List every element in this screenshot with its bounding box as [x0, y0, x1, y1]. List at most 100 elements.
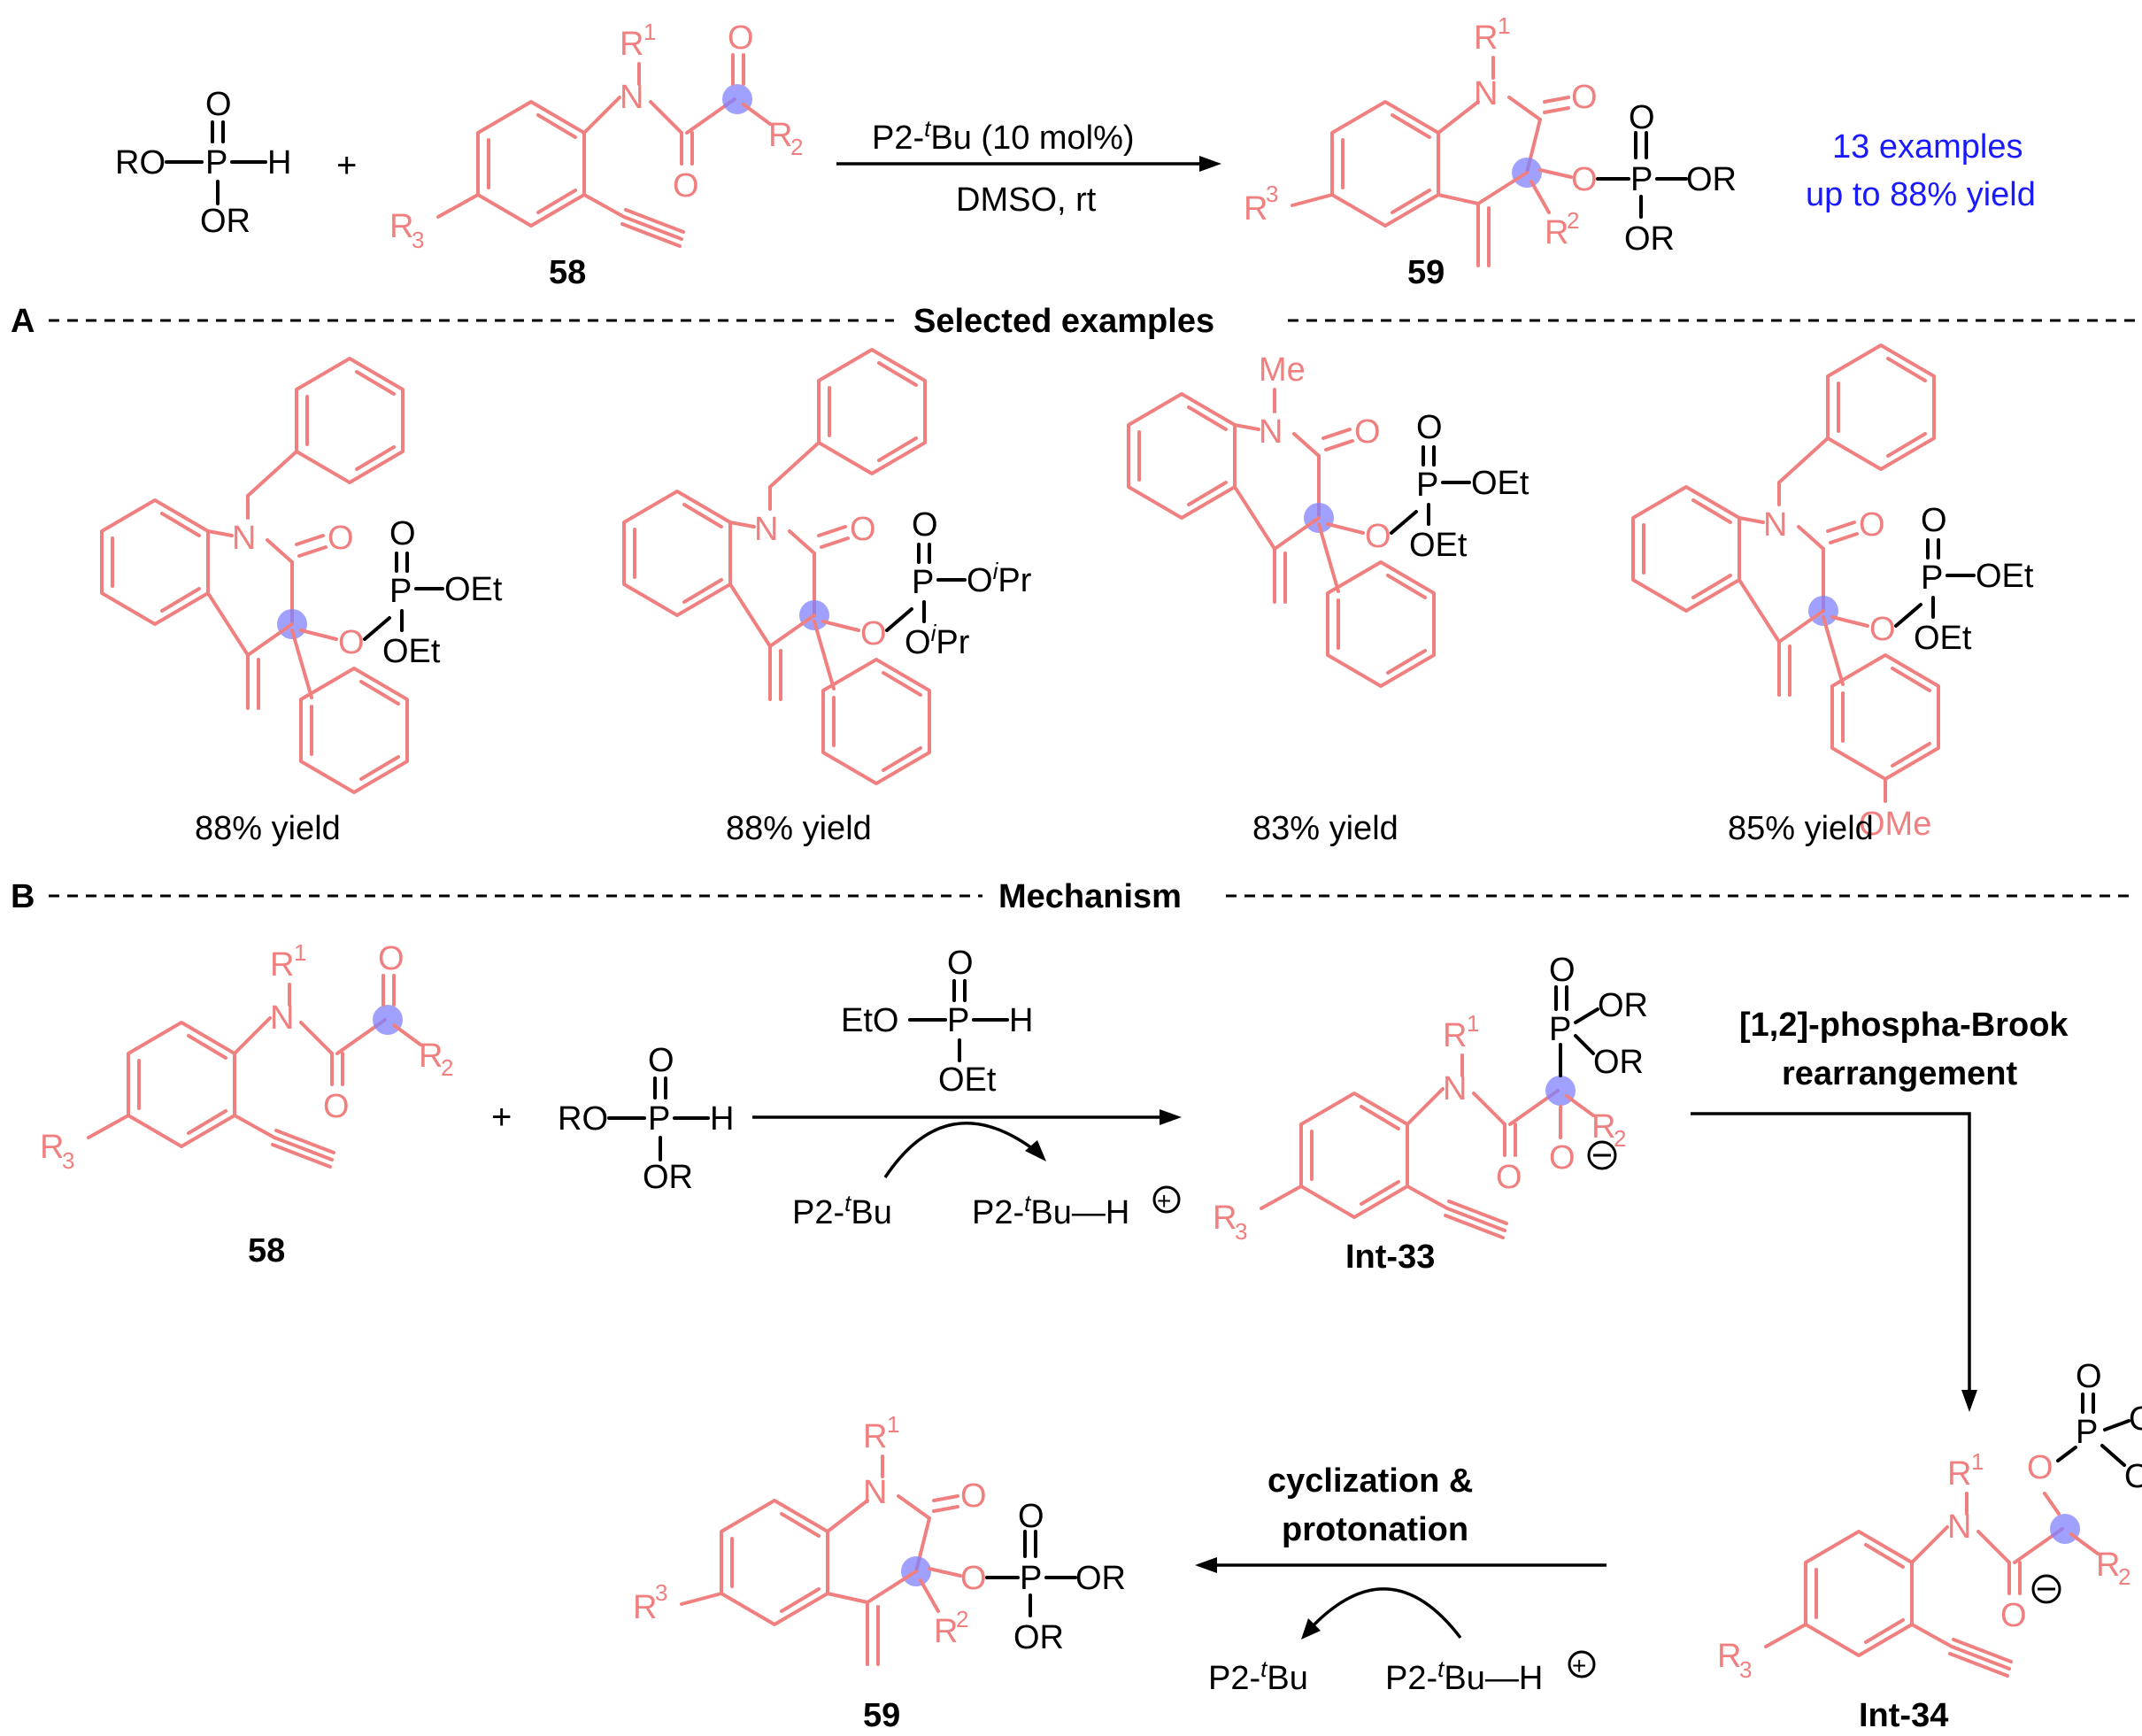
svg-text:O: O	[338, 624, 365, 661]
svg-text:O: O	[1354, 413, 1381, 451]
int-34: N R 1 O R 2 O P O OR OR R 3	[1717, 1358, 2142, 1683]
cyclization-label-2: protonation	[1282, 1511, 1468, 1548]
example-1: N O O P O OEt OEt	[100, 357, 503, 794]
r2-label: R	[768, 117, 792, 154]
examples-count: 13 examples	[1832, 128, 2023, 166]
svg-text:N: N	[1763, 506, 1787, 544]
svg-text:Me: Me	[1259, 351, 1306, 389]
svg-text:P: P	[1416, 467, 1438, 504]
svg-text:O: O	[1571, 79, 1598, 116]
product-59: N R 1 O R 3 R 2 O N P	[1244, 12, 1737, 267]
base-regenerated-label: P2-tBu	[1208, 1655, 1308, 1697]
svg-text:OEt: OEt	[938, 1061, 997, 1099]
svg-text:OR: OR	[2124, 1458, 2142, 1495]
svg-text:2: 2	[956, 1606, 968, 1632]
example-1-yield: 88% yield	[195, 810, 341, 847]
svg-text:N: N	[1259, 413, 1283, 451]
svg-text:Mechanism: Mechanism	[998, 878, 1182, 915]
svg-text:N: N	[1474, 75, 1498, 112]
svg-text:1: 1	[1467, 1010, 1479, 1037]
compound-59-label: 59	[1407, 254, 1445, 291]
svg-text:O: O	[2076, 1358, 2102, 1395]
svg-text:OEt: OEt	[444, 571, 503, 608]
svg-text:P: P	[1549, 1011, 1571, 1048]
int-34-label: Int-34	[1859, 1697, 1948, 1734]
svg-text:OR: OR	[1013, 1619, 1064, 1656]
int-33-label: Int-33	[1345, 1238, 1435, 1276]
ketone-o: O	[728, 19, 754, 57]
diethyl-phosphite: O EtO P H OEt	[841, 945, 1033, 1099]
svg-text:O: O	[1629, 99, 1655, 136]
svg-text:3: 3	[1266, 181, 1278, 207]
svg-text:3: 3	[1739, 1656, 1752, 1683]
phosphite-h: H	[267, 144, 291, 181]
int-33: N R 1 O R 2 O P O OR OR R 3	[1213, 952, 1648, 1245]
protonated-base-label-2: P2-tBu—H	[1385, 1655, 1543, 1697]
cyclization-label-1: cyclization &	[1267, 1462, 1473, 1500]
mech-phosphite: O RO P H OR	[558, 1042, 734, 1196]
svg-text:R: R	[934, 1613, 958, 1650]
svg-text:OEt: OEt	[1471, 465, 1529, 502]
svg-text:OR: OR	[2129, 1400, 2142, 1438]
svg-text:O: O	[960, 1478, 987, 1515]
svg-text:3: 3	[62, 1147, 74, 1174]
svg-text:OR: OR	[1598, 987, 1648, 1024]
section-a-header: A Selected examples	[11, 303, 2135, 340]
svg-text:P: P	[912, 564, 934, 601]
svg-text:O: O	[378, 940, 405, 977]
svg-text:O: O	[1571, 161, 1598, 198]
svg-text:OR: OR	[1593, 1044, 1644, 1081]
phosphite-or: OR	[200, 203, 250, 240]
svg-text:P: P	[947, 1002, 969, 1039]
svg-text:OR: OR	[1075, 1560, 1126, 1597]
svg-text:3: 3	[1235, 1218, 1247, 1245]
svg-text:H: H	[1009, 1002, 1033, 1039]
svg-text:3: 3	[412, 227, 424, 253]
svg-text:OR: OR	[643, 1159, 693, 1196]
svg-text:R: R	[1545, 214, 1568, 251]
svg-text:N: N	[863, 1474, 887, 1511]
svg-text:O: O	[648, 1042, 674, 1079]
svg-text:R: R	[270, 946, 294, 984]
svg-text:Selected examples: Selected examples	[913, 303, 1214, 340]
example-3: N Me O O P O OEt OEt	[1127, 351, 1529, 688]
svg-text:2: 2	[790, 134, 803, 160]
p-atom: P	[1630, 161, 1653, 198]
svg-text:B: B	[11, 878, 35, 915]
svg-text:O: O	[323, 1088, 350, 1125]
svg-text:O: O	[2000, 1597, 2027, 1634]
svg-text:O: O	[912, 506, 938, 544]
svg-text:N: N	[754, 511, 778, 548]
svg-text:P: P	[1020, 1560, 1042, 1597]
svg-text:OR: OR	[1686, 161, 1737, 198]
svg-text:R: R	[633, 1589, 657, 1626]
example-3-yield: 83% yield	[1252, 810, 1398, 847]
base-label: P2-tBu	[792, 1190, 892, 1231]
solvent-label: DMSO, rt	[956, 181, 1097, 219]
r3-label: R	[389, 208, 413, 245]
svg-text:1: 1	[1498, 12, 1510, 39]
svg-text:H: H	[710, 1100, 734, 1138]
svg-text:R: R	[40, 1129, 64, 1166]
rearrangement-label-1: [1,2]-phospha-Brook	[1739, 1007, 2069, 1044]
svg-text:O: O	[327, 520, 354, 557]
svg-text:O: O	[1869, 611, 1896, 648]
svg-text:P: P	[389, 573, 412, 610]
svg-text:OR: OR	[1624, 220, 1675, 258]
phosphite-ro: RO	[115, 144, 166, 181]
svg-text:P: P	[2076, 1414, 2098, 1451]
svg-text:OEt: OEt	[382, 633, 441, 670]
svg-text:R: R	[1474, 19, 1498, 57]
svg-text:O: O	[1921, 502, 1947, 539]
svg-text:R: R	[2096, 1547, 2120, 1584]
amide-o: O	[673, 167, 699, 204]
svg-text:R: R	[1947, 1455, 1971, 1493]
phosphite-p: P	[205, 144, 227, 181]
protonated-base-label: P2-tBu—H	[972, 1190, 1129, 1231]
top-reaction: O RO P H OR + N R 1 O	[115, 12, 2036, 291]
svg-text:O: O	[1859, 506, 1885, 544]
mech-58-label: 58	[248, 1232, 285, 1269]
svg-text:O: O	[860, 615, 887, 652]
svg-text:N: N	[232, 520, 256, 557]
